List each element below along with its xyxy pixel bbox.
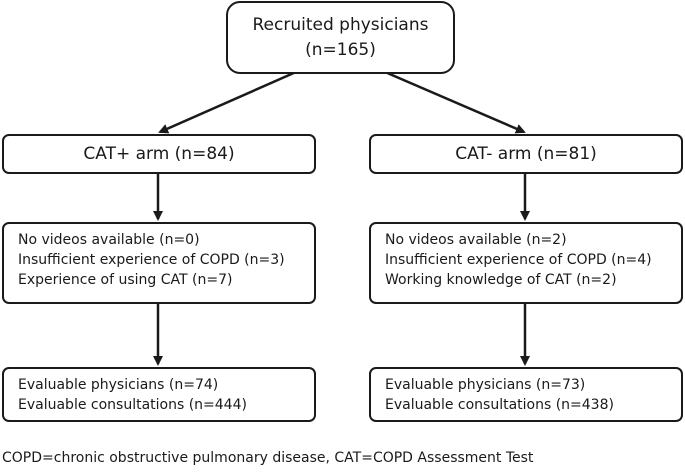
cat-plus-exclusions-box: No videos available (n=0) Insufficient e… [2,222,316,304]
exclusion-item: Insufficient experience of COPD (n=4) [385,252,652,268]
footnote: COPD=chronic obstructive pulmonary disea… [2,450,534,466]
evaluable-consultations: Evaluable consultations (n=444) [18,397,247,413]
cat-minus-exclusions-box: No videos available (n=2) Insufficient e… [369,222,683,304]
recruited-count: (n=165) [305,39,376,60]
cat-minus-arm-box: CAT- arm (n=81) [369,134,683,174]
exclusion-item: No videos available (n=0) [18,232,200,248]
exclusion-item: Experience of using CAT (n=7) [18,272,233,288]
arrow-to-cat-plus [158,70,297,134]
cat-minus-arm-label: CAT- arm (n=81) [455,144,597,164]
arrow-to-cat-minus [384,70,526,134]
cat-plus-evaluable-box: Evaluable physicians (n=74) Evaluable co… [2,367,316,422]
evaluable-consultations: Evaluable consultations (n=438) [385,397,614,413]
exclusion-item: Working knowledge of CAT (n=2) [385,272,617,288]
recruited-title: Recruited physicians [252,14,429,35]
cat-plus-arm-label: CAT+ arm (n=84) [83,144,235,164]
cat-minus-evaluable-box: Evaluable physicians (n=73) Evaluable co… [369,367,683,422]
recruited-physicians-box: Recruited physicians (n=165) [226,1,455,74]
exclusion-item: Insufficient experience of COPD (n=3) [18,252,285,268]
exclusion-item: No videos available (n=2) [385,232,567,248]
evaluable-physicians: Evaluable physicians (n=73) [385,377,586,393]
cat-plus-arm-box: CAT+ arm (n=84) [2,134,316,174]
evaluable-physicians: Evaluable physicians (n=74) [18,377,219,393]
